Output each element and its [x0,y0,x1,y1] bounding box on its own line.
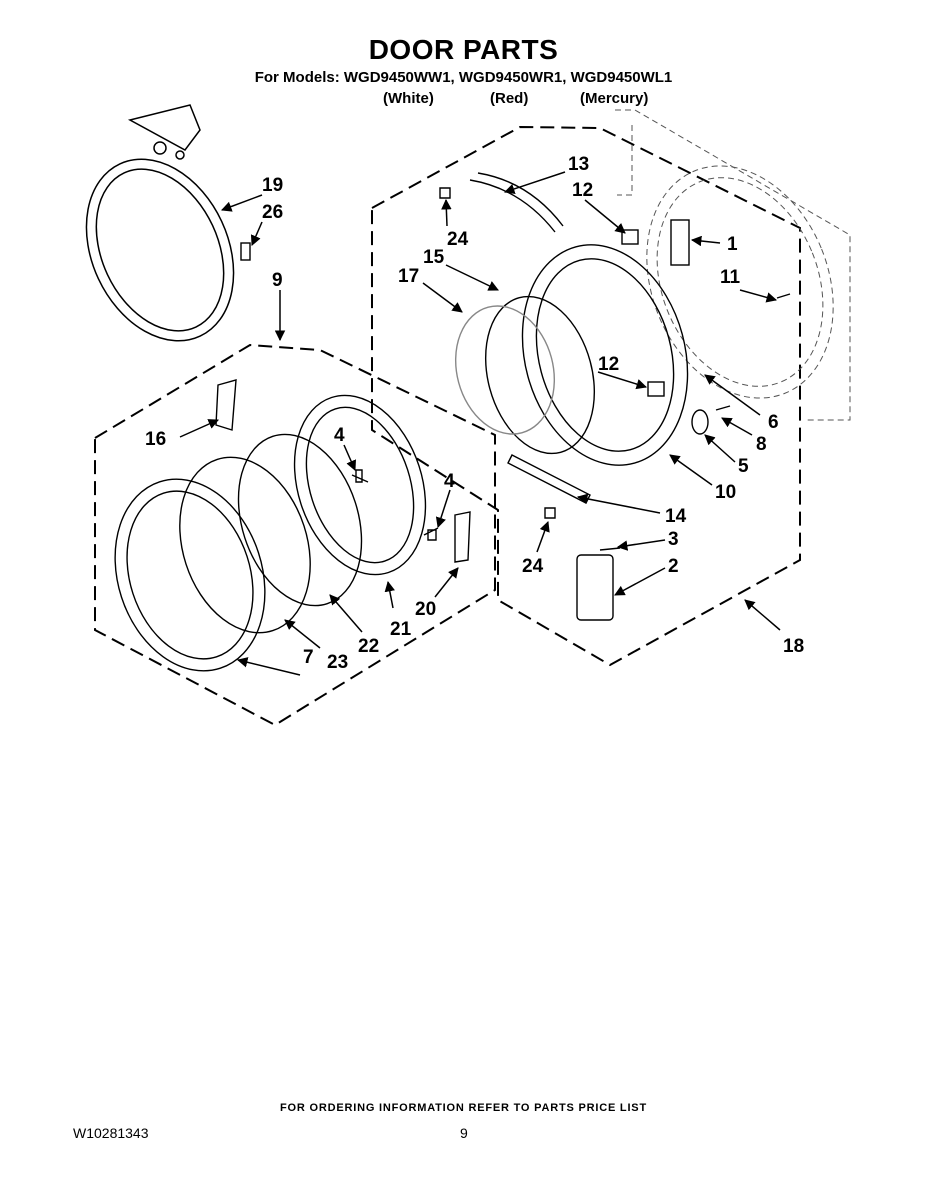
hinge-block-12b [647,381,665,397]
strip-14 [507,454,591,504]
glass-17 [454,305,556,435]
screw-11 [776,293,791,299]
hinge-2 [576,554,614,621]
clip-26 [240,242,251,261]
ring-23 [179,456,311,634]
bracket-20 [454,511,471,563]
callout-13: 13 [568,154,589,175]
callout-3: 3 [668,529,679,550]
variant-white: (White) [383,90,434,107]
callout-15: 15 [423,247,445,268]
callout-7: 7 [303,647,314,668]
washer-5 [691,409,709,435]
latch-cover-16 [215,379,237,431]
callout-12-top: 12 [572,180,593,201]
models-line: For Models: WGD9450WW1, WGD9450WR1, WGD9… [254,69,673,86]
callout-23: 23 [327,652,348,673]
hinge-block-12a [621,229,639,245]
screw-24b [544,507,556,519]
inner-panel-21 [293,394,427,576]
page-number: 9 [460,1125,468,1141]
door-trim-ring-19 [85,104,235,342]
inner-ring-22 [237,433,363,607]
screw-4b [423,527,439,541]
variant-mercury: (Mercury) [580,90,649,107]
callout-24-top: 24 [447,229,469,250]
callout-19: 19 [262,175,283,196]
variant-red: (Red) [490,90,529,107]
callout-4-left: 4 [334,425,345,446]
seal-15 [484,295,596,455]
assembly-18-outline [371,125,801,667]
callout-10: 10 [715,482,736,503]
callout-18: 18 [783,636,804,657]
callout-5: 5 [738,456,749,477]
screw-4a [351,469,369,483]
cabinet-front [615,109,851,421]
document-number: W10281343 [73,1125,149,1141]
screw-8 [715,405,731,411]
callout-24-bottom: 24 [522,556,544,577]
callout-8: 8 [756,434,767,455]
callout-17: 17 [398,266,419,287]
callout-9: 9 [272,270,283,291]
callout-6: 6 [768,412,779,433]
handle-bar-13 [469,179,556,233]
assembly-9-outline [94,343,496,727]
outer-door-ring-7 [114,478,266,672]
callout-20: 20 [415,599,436,620]
callout-4-right: 4 [444,471,455,492]
callout-2: 2 [668,556,679,577]
callout-26: 26 [262,202,283,223]
callout-22: 22 [358,636,379,657]
door-assembly-9-parts [114,379,471,672]
page-title: DOOR PARTS [368,34,559,65]
callout-12-mid: 12 [598,354,619,375]
screw-3 [599,547,621,551]
callout-21: 21 [390,619,412,640]
callout-1: 1 [727,234,738,255]
callout-11: 11 [720,267,741,288]
callout-14: 14 [665,506,687,527]
ordering-note: FOR ORDERING INFORMATION REFER TO PARTS … [280,1102,647,1114]
callout-16: 16 [145,429,166,450]
screw-24a [439,187,451,199]
inner-door-frame-10 [521,244,689,466]
plate-1 [670,219,690,266]
leader-lines [179,171,781,676]
